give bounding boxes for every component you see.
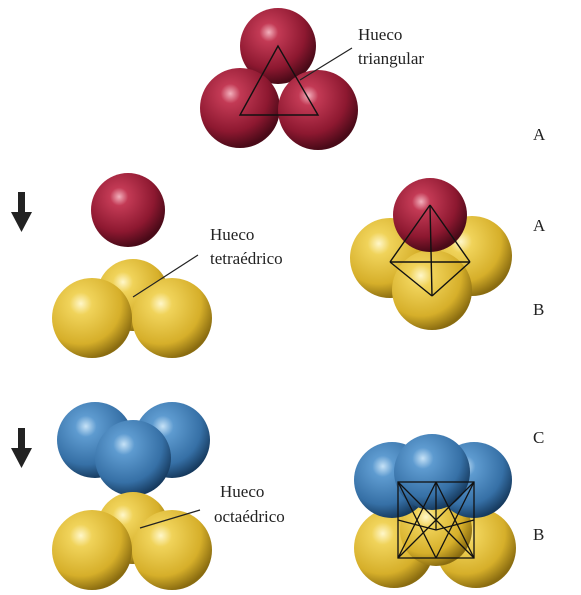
red-sphere-floating (91, 173, 165, 247)
octahedral-hole-group: Hueco octaédrico (52, 402, 285, 590)
tetrahedral-label-2: tetraédrico (210, 249, 283, 268)
triangular-hole-group: Hueco triangular (200, 8, 424, 150)
tetrahedron-assembly (350, 178, 512, 330)
yellow-sphere-right (132, 278, 212, 358)
triangular-leader-line (299, 47, 353, 81)
tetrahedron-outline (389, 204, 471, 297)
triangular-label-1: Hueco (358, 25, 402, 44)
red-sphere-left (200, 68, 280, 148)
tetrahedral-leader-line (132, 254, 199, 298)
layer-label-row3-top: C (533, 428, 544, 447)
layer-label-row2-bottom: B (533, 300, 544, 319)
yellow-sphere-oct-right (132, 510, 212, 590)
tetrahedral-label-1: Hueco (210, 225, 254, 244)
yellow-sphere-left (52, 278, 132, 358)
blue-sphere-oasm-front (394, 434, 470, 510)
octahedral-label-2: octaédrico (214, 507, 285, 526)
octahedron-outline (397, 481, 475, 559)
down-arrow-icon (11, 192, 32, 232)
layer-label-row1: A (533, 125, 546, 144)
tetrahedral-hole-group: Hueco tetraédrico (52, 173, 283, 358)
down-arrow-icon (11, 428, 32, 468)
yellow-sphere-oct-left (52, 510, 132, 590)
octahedron-assembly (354, 434, 516, 588)
octahedral-leader-line (139, 509, 201, 529)
octahedral-label-1: Hueco (220, 482, 264, 501)
triangular-label-2: triangular (358, 49, 424, 68)
layer-label-row2-top: A (533, 216, 546, 235)
layer-label-row3-bottom: B (533, 525, 544, 544)
blue-sphere-front (95, 420, 171, 496)
red-sphere-right (278, 70, 358, 150)
triangular-hole-outline (238, 44, 320, 116)
